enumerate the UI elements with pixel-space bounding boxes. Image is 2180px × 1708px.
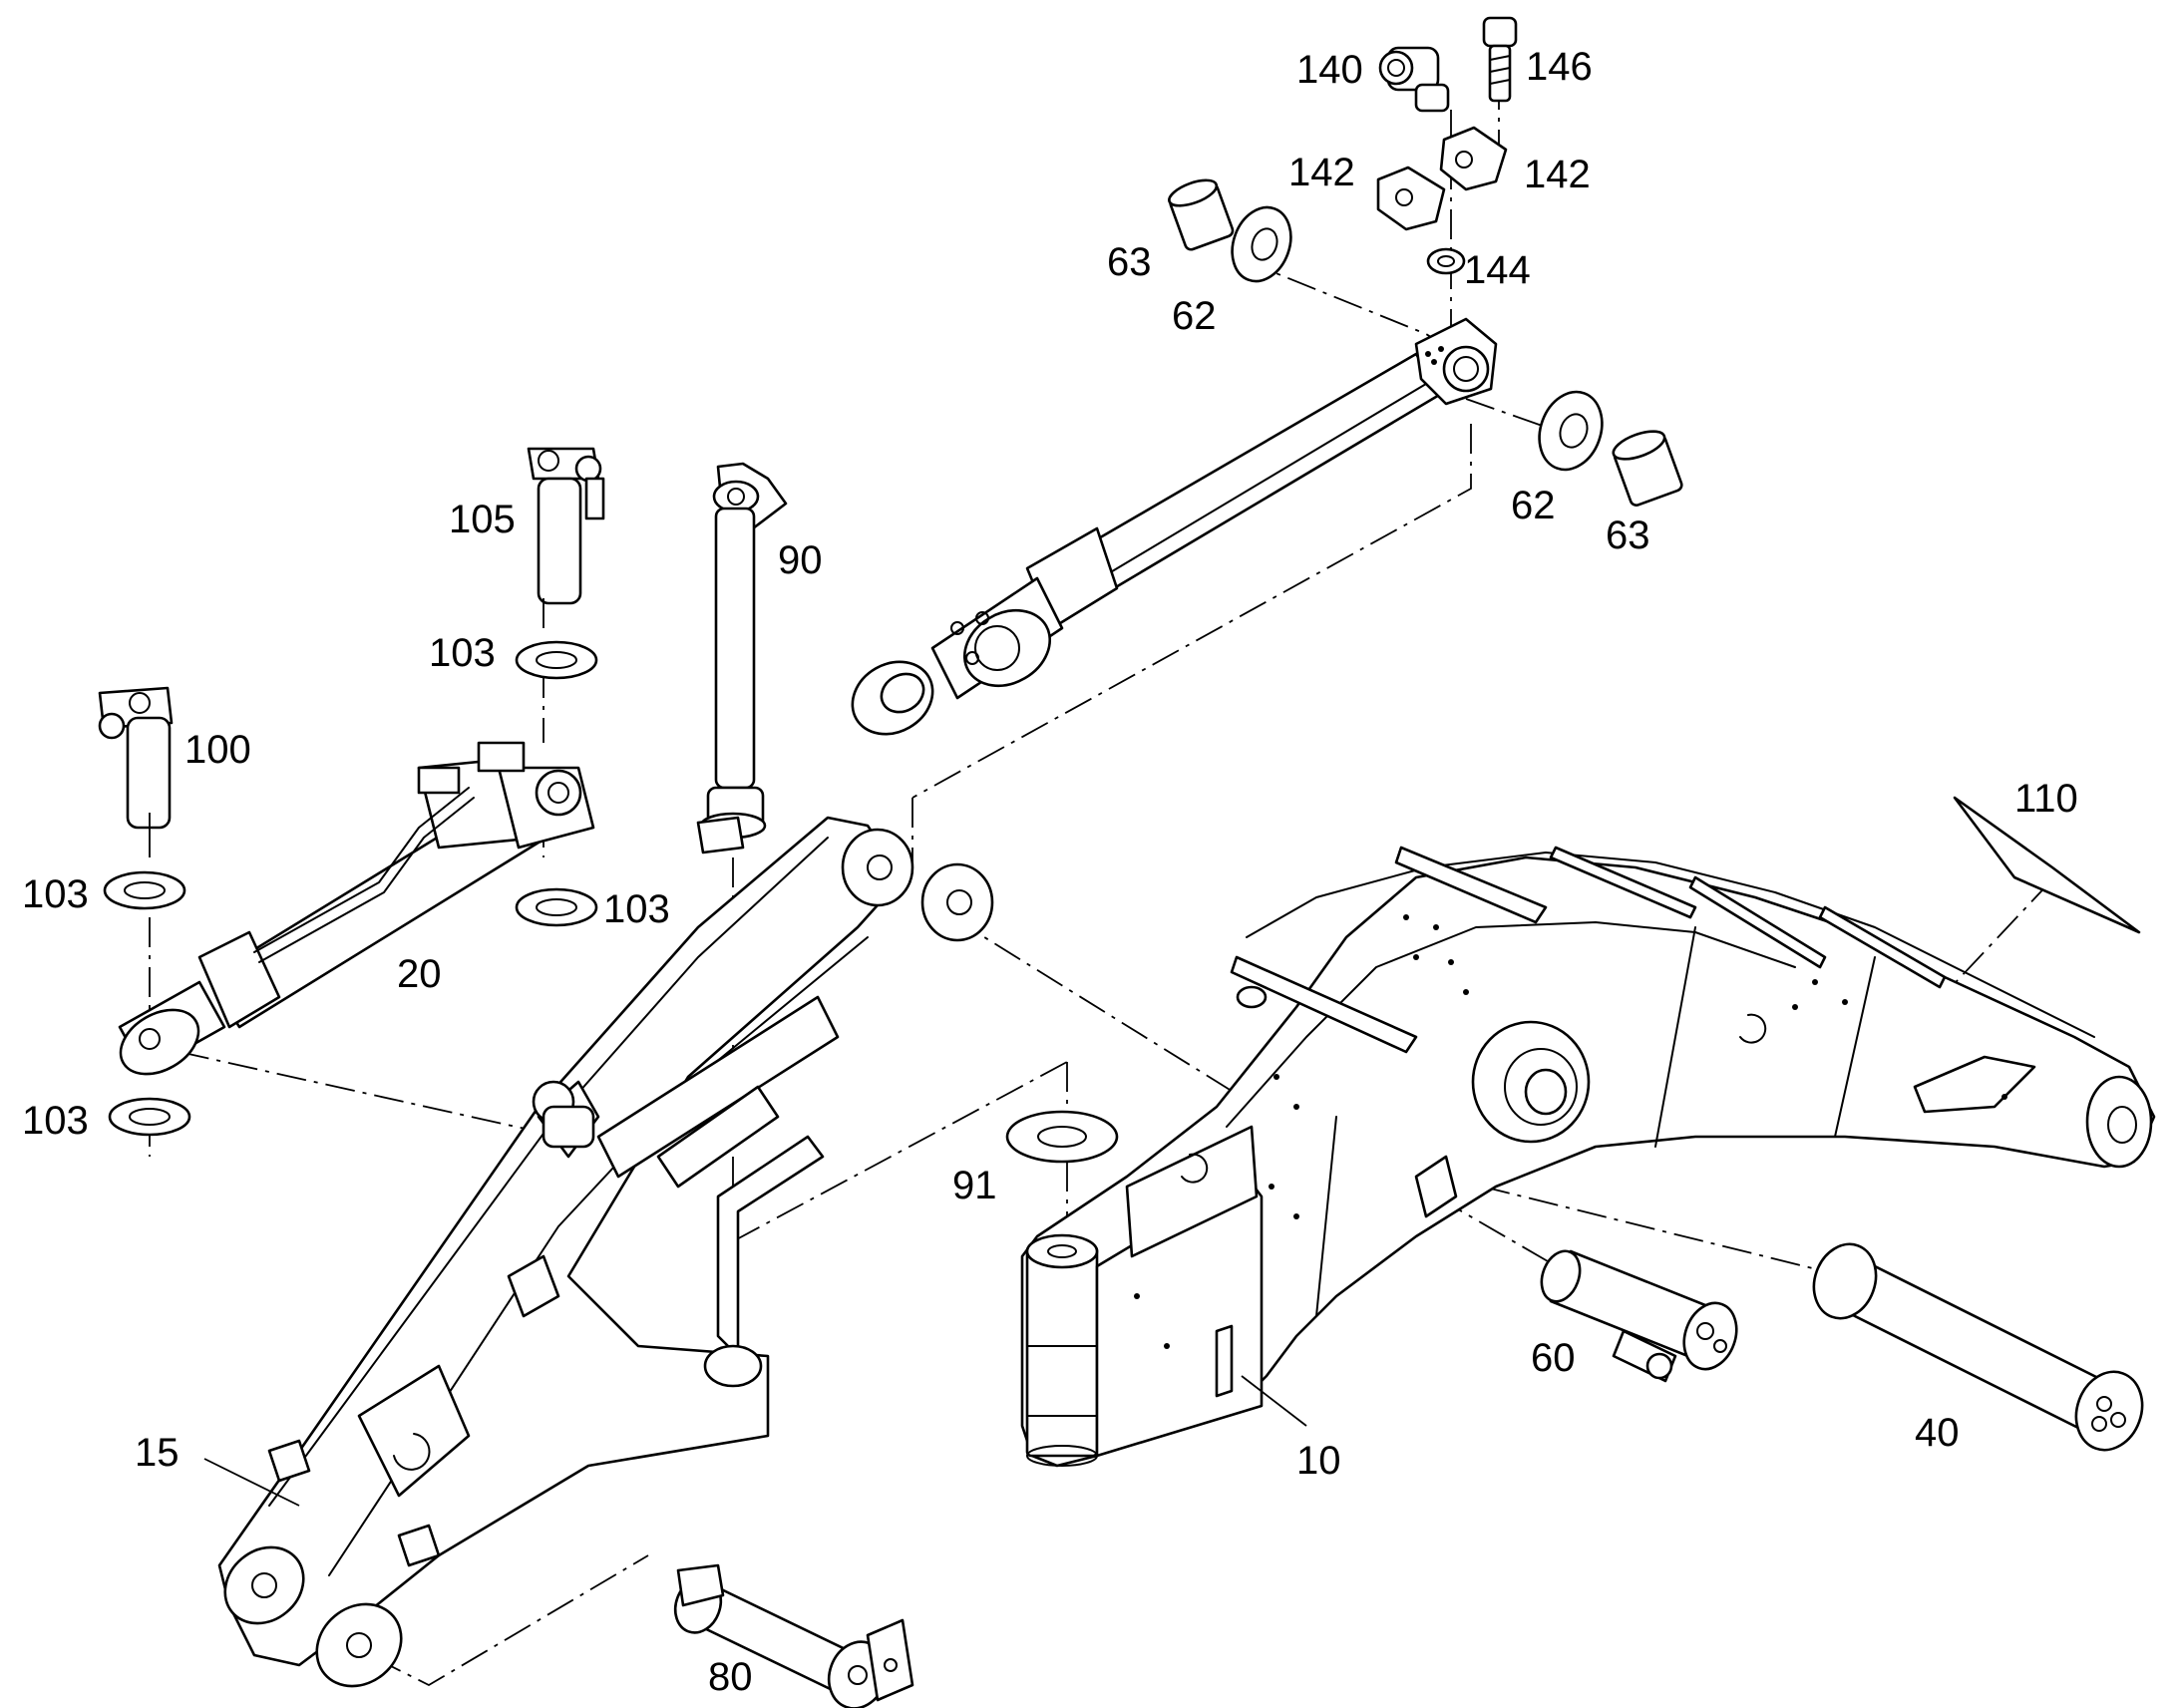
washers-103 [103, 640, 598, 1137]
callout-63-upper: 63 [1107, 240, 1152, 284]
callout-labels: 140 146 142 142 144 63 62 62 63 105 90 1… [22, 45, 2078, 1699]
assembly-leader-lines [149, 80, 2055, 1687]
callout-80: 80 [708, 1655, 753, 1699]
callout-90: 90 [778, 538, 823, 582]
callout-146: 146 [1526, 45, 1593, 89]
callout-62-lower: 62 [1511, 484, 1556, 527]
callout-20: 20 [397, 952, 442, 996]
callout-40: 40 [1915, 1411, 1960, 1455]
callout-105: 105 [449, 498, 516, 541]
callout-15: 15 [135, 1431, 180, 1475]
callout-10: 10 [1296, 1439, 1341, 1483]
callout-103-left: 103 [22, 872, 89, 916]
callout-103-right: 103 [603, 887, 670, 931]
callout-110: 110 [2014, 777, 2078, 821]
callout-144: 144 [1464, 248, 1531, 292]
callout-140: 140 [1296, 48, 1363, 92]
plate-110 [1953, 796, 2141, 934]
callout-62-upper: 62 [1172, 294, 1217, 338]
callout-pointers [149, 598, 1307, 1507]
hydraulic-fittings [1376, 16, 1518, 275]
washer-91 [1005, 1110, 1119, 1164]
stick-15 [217, 816, 994, 1688]
pin-105 [527, 447, 605, 605]
callout-103-top: 103 [429, 631, 496, 675]
pin-40 [1812, 1242, 2144, 1452]
pin-100 [98, 686, 174, 830]
callout-142-left: 142 [1288, 151, 1355, 194]
callout-103-bottom: 103 [22, 1099, 89, 1143]
cylinder-20 [118, 741, 595, 1076]
callout-63-lower: 63 [1606, 513, 1650, 557]
callout-100: 100 [184, 728, 251, 772]
rod-90 [696, 462, 788, 854]
pin-60 [1540, 1249, 1738, 1383]
callout-91: 91 [952, 1164, 997, 1207]
callout-60: 60 [1531, 1336, 1576, 1380]
boom-cylinder [851, 317, 1498, 736]
bushings-and-washers [1168, 178, 1683, 507]
boom-10 [1020, 846, 2156, 1468]
pin-80 [673, 1563, 914, 1708]
callout-142-right: 142 [1524, 153, 1591, 196]
